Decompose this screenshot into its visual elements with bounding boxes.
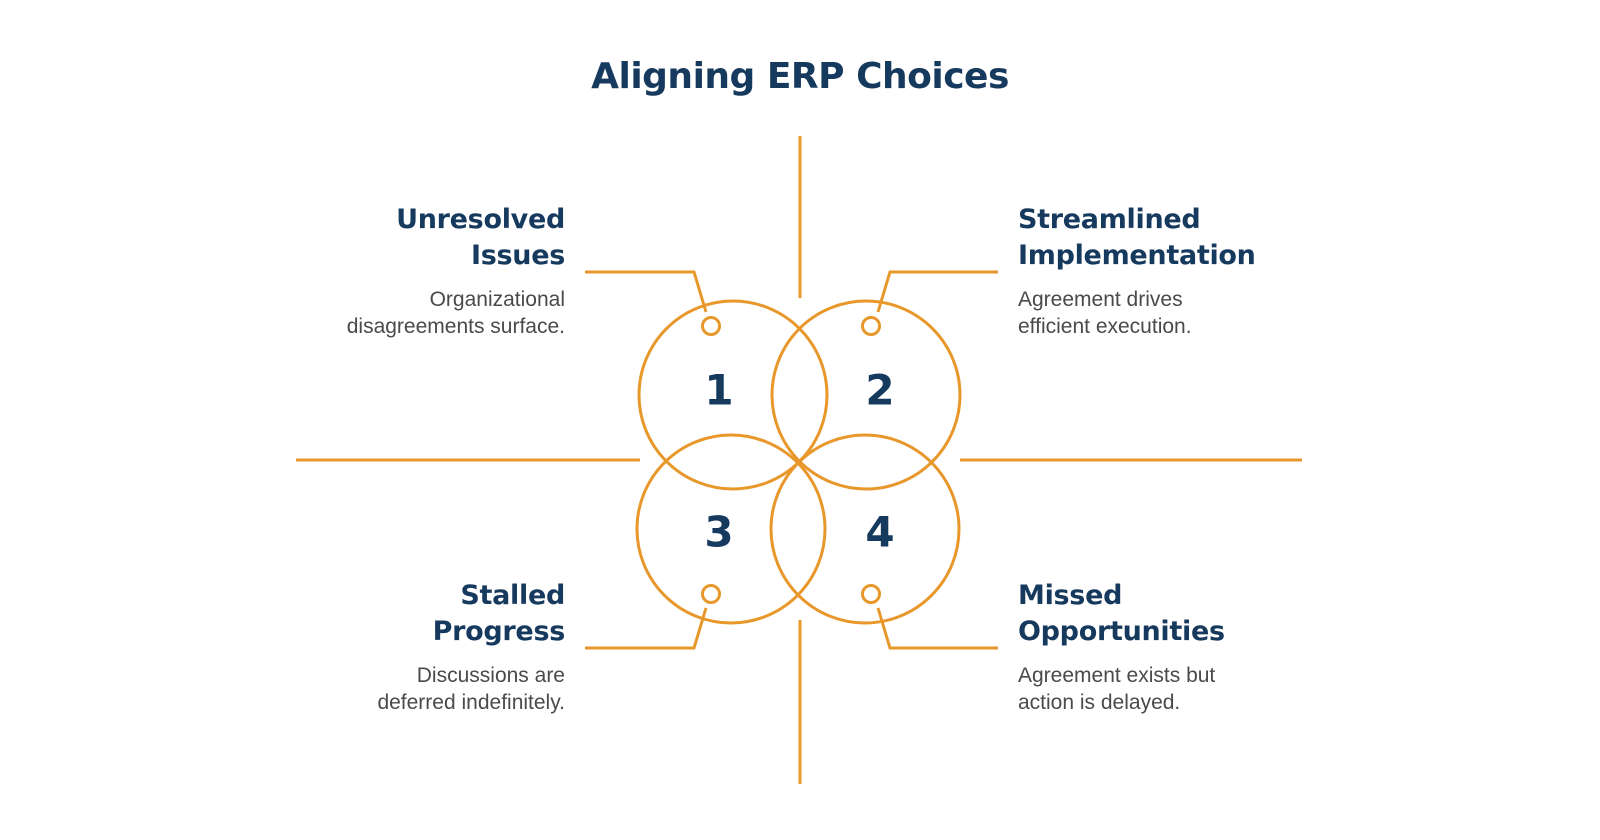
connector-3 [585, 607, 708, 650]
quadrant-number-4: 4 [865, 508, 894, 557]
quadrant-3-description: Discussions are deferred indefinitely. [377, 664, 565, 714]
quadrant-number-1: 1 [704, 366, 733, 415]
quadrant-3-heading: Stalled Progress [432, 580, 566, 647]
quadrant-1-block: Unresolved Issues Organizational disagre… [265, 202, 566, 340]
quadrant-1-heading: Unresolved Issues [396, 204, 565, 271]
quadrant-4-block: Missed Opportunities Agreement exists bu… [1018, 578, 1348, 716]
quadrant-4-heading: Missed Opportunities [1018, 580, 1225, 647]
quadrant-3-block: Stalled Progress Discussions are deferre… [265, 578, 565, 716]
quadrant-1-description: Organizational disagreements surface. [346, 288, 565, 338]
connector-1 [585, 270, 708, 313]
connector-2 [876, 270, 998, 313]
circle-1 [637, 299, 829, 491]
quadrant-number-3: 3 [704, 508, 733, 557]
diagram-title: Aligning ERP Choices [591, 56, 1009, 97]
connector-dot-1 [701, 316, 721, 336]
circle-2 [770, 299, 962, 491]
connector-dot-4 [861, 584, 881, 604]
quadrant-2-heading: Streamlined Implementation [1018, 204, 1256, 271]
circle-3 [635, 433, 827, 625]
quadrant-4-description: Agreement exists but action is delayed. [1018, 664, 1216, 714]
quadrant-2-block: Streamlined Implementation Agreement dri… [1018, 202, 1348, 340]
connector-dot-2 [861, 316, 881, 336]
connector-4 [876, 607, 998, 650]
connector-dot-3 [701, 584, 721, 604]
quadrant-number-2: 2 [865, 366, 894, 415]
quadrant-2-description: Agreement drives efficient execution. [1018, 288, 1192, 338]
circle-4 [769, 433, 961, 625]
